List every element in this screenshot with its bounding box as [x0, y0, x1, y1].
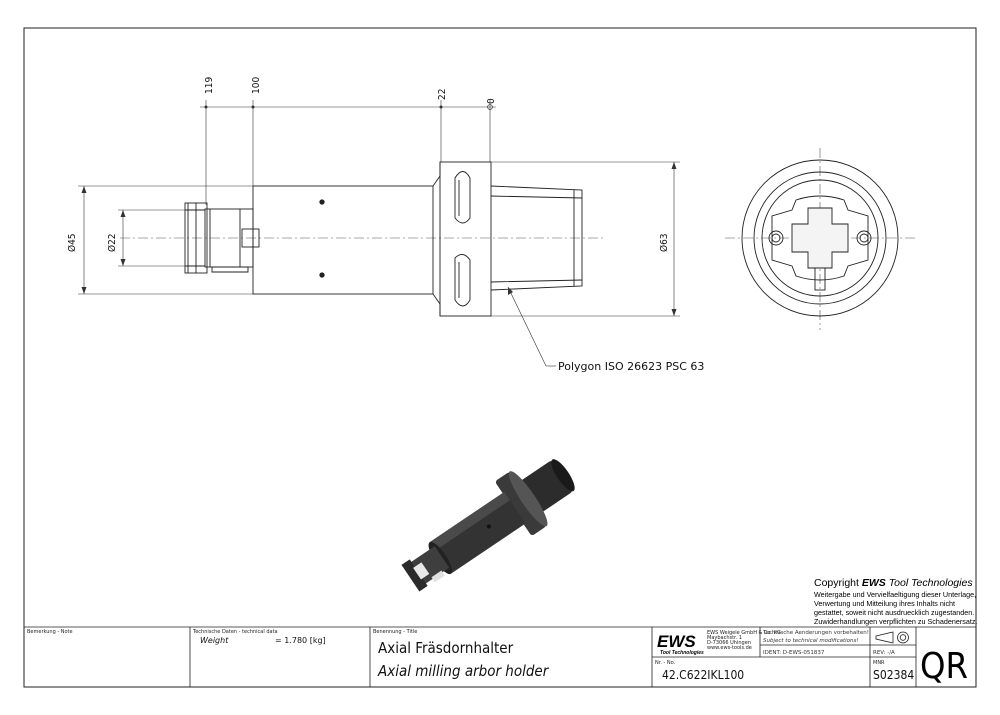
copyright-line: Weitergabe und Vervielfaeltigung dieser … [814, 590, 976, 599]
copyright-line: Zuwiderhandlungen verpflichten zu Schade… [814, 617, 977, 626]
title-label: Benennung - Title [373, 629, 417, 635]
copyright-block: Copyright EWS Tool Technologies Weiterga… [814, 577, 977, 626]
title-german: Axial Fräsdornhalter [378, 639, 514, 657]
dim-100: 100 [251, 77, 262, 94]
dim-0: 0 [486, 98, 497, 104]
weight-label: Weight [200, 636, 229, 645]
side-view [120, 161, 605, 317]
weight-value: = 1.780 [kg] [275, 636, 326, 645]
changes-english: Subject to technical modifications! [763, 638, 859, 644]
polygon-callout: Polygon ISO 26623 PSC 63 [558, 360, 704, 373]
copyright-line: Verwertung und Mitteilung ihres Inhalts … [814, 599, 955, 608]
dimension-lines [78, 100, 680, 367]
company-line: EWS Weigele GmbH & Co. KG [707, 630, 781, 636]
iso-render [401, 459, 575, 592]
copyright-line: gestattet, soweit nicht ausdruecklich zu… [814, 608, 974, 617]
copyright-brand: EWS [862, 577, 886, 589]
company-line: D-73066 Uhingen [707, 640, 751, 646]
title-english: Axial milling arbor holder [377, 662, 550, 680]
note-label: Bemerkung - Note [27, 629, 73, 635]
part-number: 42.C622IKL100 [662, 668, 744, 682]
ident-number: IDENT: D-EWS-051837 [763, 650, 825, 656]
mnr-label: MNR [873, 660, 885, 666]
qr-mark: QR [920, 646, 968, 687]
company-line: www.ews-tools.de [707, 645, 752, 651]
sheet-border [23, 27, 977, 688]
dim-119: 119 [204, 77, 215, 94]
logo-subtitle: Tool Technologies [660, 650, 704, 656]
svg-text:Copyright EWS Tool Technologie: Copyright EWS Tool Technologies [814, 577, 973, 589]
revision: REV: -/A [873, 650, 895, 656]
dim-dia22: Ø22 [106, 233, 118, 252]
dim-22: 22 [437, 89, 448, 100]
logo-text: EWS [657, 632, 696, 651]
company-line: Maybachstr. 1 [707, 635, 742, 641]
changes-german: Technische Aenderungen vorbehalten! [762, 630, 869, 636]
end-view [725, 148, 915, 330]
copyright-suffix: Tool Technologies [886, 577, 974, 589]
title-block [24, 626, 976, 687]
dim-dia45: Ø45 [66, 233, 78, 252]
copyright-prefix: Copyright [814, 577, 862, 589]
ews-logo: EWS Tool Technologies [657, 632, 704, 656]
dimension-arrows [81, 104, 677, 316]
tech-data-label: Technische Daten - technical data [192, 629, 278, 635]
dim-dia63: Ø63 [658, 233, 670, 252]
number-label: Nr. - No. [655, 660, 676, 666]
mnr-number: S02384 [873, 668, 914, 682]
